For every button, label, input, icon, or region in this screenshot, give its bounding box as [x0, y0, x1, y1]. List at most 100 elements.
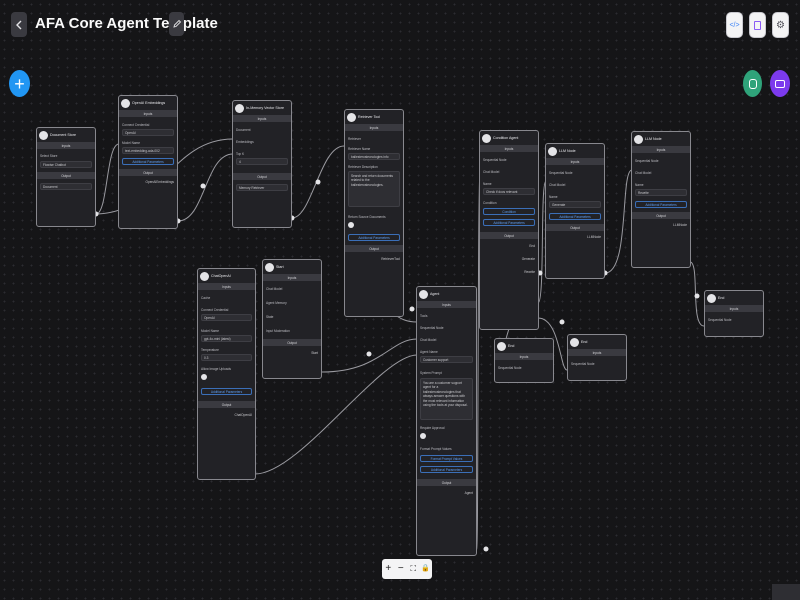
- node-openai-embeddings[interactable]: OpenAI Embeddings Inputs Connect Credent…: [118, 95, 178, 229]
- credential-dropdown[interactable]: OpenAI: [122, 129, 174, 136]
- settings-button[interactable]: ⚙: [772, 12, 789, 38]
- output-label: RetrieverTool: [381, 257, 400, 261]
- end-icon: [570, 337, 579, 347]
- node-end-3[interactable]: End Inputs Sequential Node: [704, 290, 764, 337]
- edit-title-button[interactable]: [169, 12, 184, 36]
- output-label: Start: [311, 351, 318, 355]
- node-title: Agent: [430, 292, 440, 296]
- node-title: In-Memory Vector Store: [246, 106, 284, 110]
- inputs-header: Inputs: [37, 142, 95, 149]
- node-condition-agent[interactable]: Condition Agent Inputs Sequential Node C…: [479, 130, 539, 330]
- inputs-header: Inputs: [632, 146, 690, 153]
- additional-parameters-button[interactable]: Additional Parameters: [483, 219, 535, 226]
- chat-model-label: Chat Model: [635, 171, 652, 175]
- additional-parameters-button[interactable]: Additional Parameters: [420, 466, 473, 473]
- tools-label: Tools: [420, 314, 428, 318]
- additional-parameters-button[interactable]: Additional Parameters: [122, 158, 174, 165]
- inputs-header: Inputs: [198, 283, 255, 290]
- sequential-node-label: Sequential Node: [708, 318, 732, 322]
- openai-icon: [200, 271, 209, 281]
- back-button[interactable]: [11, 12, 27, 37]
- return-source-documents-label: Return Source Documents: [348, 215, 386, 219]
- chat-icon: [775, 79, 785, 88]
- additional-parameters-button[interactable]: Additional Parameters: [348, 234, 400, 241]
- credential-label: Connect Credential: [122, 123, 150, 127]
- node-agent[interactable]: Agent Inputs Tools Sequential Node Chat …: [416, 286, 477, 556]
- lock-icon[interactable]: 🔒: [421, 565, 431, 572]
- openai-icon: [121, 98, 130, 108]
- add-node-button[interactable]: +: [9, 70, 30, 97]
- code-button[interactable]: </>: [726, 12, 743, 38]
- name-input[interactable]: Generate: [549, 201, 601, 208]
- output-header: Output: [345, 245, 403, 252]
- output-dropdown[interactable]: Memory Retriever: [236, 184, 288, 191]
- node-document-store[interactable]: Document Store Inputs Select Store Flowi…: [36, 127, 96, 227]
- additional-parameters-button[interactable]: Additional Parameters: [635, 201, 687, 208]
- settings-icon: ⚙: [776, 19, 785, 31]
- page-title: AFA Core Agent Template: [35, 15, 218, 32]
- retriever-description-input[interactable]: Search and return documents related to t…: [348, 171, 400, 207]
- name-input[interactable]: Check if docs relevant: [483, 188, 535, 195]
- node-in-memory-vector-store[interactable]: In-Memory Vector Store Inputs Document E…: [232, 100, 292, 228]
- inputs-header: Inputs: [705, 305, 763, 312]
- select-store-dropdown[interactable]: Flowise Chatbot: [40, 161, 92, 168]
- output-header: Output: [198, 401, 255, 408]
- save-button[interactable]: [749, 12, 766, 38]
- topk-input[interactable]: 4: [236, 158, 288, 165]
- agent-name-input[interactable]: Customer support: [420, 356, 473, 363]
- retriever-name-input[interactable]: ballesterostecnologies info: [348, 153, 400, 160]
- sequential-node-label: Sequential Node: [549, 171, 573, 175]
- sequential-node-label: Sequential Node: [420, 326, 444, 330]
- node-llm-rewrite[interactable]: LLM Node Inputs Sequential Node Chat Mod…: [631, 131, 691, 268]
- output-header: Output: [37, 172, 95, 179]
- document-label: Document: [236, 128, 251, 132]
- system-prompt-label: System Prompt: [420, 371, 442, 375]
- node-llm-generate[interactable]: LLM Node Inputs Sequential Node Chat Mod…: [545, 143, 605, 279]
- output-header: Output: [480, 232, 538, 239]
- additional-parameters-button[interactable]: Additional Parameters: [201, 388, 252, 395]
- model-dropdown[interactable]: text-embedding-ada-002: [122, 147, 174, 154]
- end-icon: [497, 341, 506, 351]
- chat-model-label: Chat Model: [420, 338, 437, 342]
- embeddings-label: Embeddings: [236, 140, 254, 144]
- name-label: Name: [549, 195, 558, 199]
- node-title: End: [718, 296, 725, 300]
- zoom-out-icon[interactable]: −: [397, 563, 404, 574]
- output-dropdown[interactable]: Document: [40, 183, 92, 190]
- inputs-header: Inputs: [233, 115, 291, 122]
- chat-button[interactable]: [770, 70, 790, 97]
- inputs-header: Inputs: [263, 274, 321, 281]
- system-prompt-input[interactable]: You are a customer support agent for a b…: [420, 378, 473, 420]
- format-prompt-values-button[interactable]: Format Prompt Values: [420, 455, 473, 462]
- temperature-input[interactable]: 0.3: [201, 354, 252, 361]
- node-title: End: [508, 344, 515, 348]
- retriever-name-label: Retriever Name: [348, 147, 371, 151]
- node-title: Retriever Tool: [358, 115, 381, 119]
- condition-button[interactable]: Condition: [483, 208, 535, 215]
- output-header: Output: [546, 224, 604, 231]
- model-dropdown[interactable]: gpt-4o-mini (latest): [201, 335, 252, 342]
- vector-upsert-button[interactable]: [743, 70, 762, 97]
- return-source-documents-toggle[interactable]: [348, 222, 354, 228]
- fit-view-icon[interactable]: ⛶: [410, 564, 417, 573]
- node-retriever-tool[interactable]: Retriever Tool Inputs Retriever Retrieve…: [344, 109, 404, 317]
- chevron-left-icon: [16, 20, 22, 29]
- require-approval-toggle[interactable]: [420, 433, 426, 439]
- inputs-header: Inputs: [417, 301, 476, 308]
- llm-node-icon: [634, 134, 643, 144]
- credential-dropdown[interactable]: OpenAI: [201, 314, 252, 321]
- allow-image-uploads-toggle[interactable]: [201, 374, 207, 380]
- state-input-label: State: [266, 315, 274, 319]
- name-input[interactable]: Rewrite: [635, 189, 687, 196]
- zoom-in-icon[interactable]: +: [385, 563, 392, 574]
- document-store-icon: [39, 130, 48, 140]
- code-icon: </>: [729, 21, 740, 29]
- node-start[interactable]: Start Inputs Chat Model Agent Memory Sta…: [262, 259, 322, 379]
- node-end-1[interactable]: End Inputs Sequential Node: [494, 338, 554, 383]
- additional-parameters-button[interactable]: Additional Parameters: [549, 213, 601, 220]
- node-end-2[interactable]: End Inputs Sequential Node: [567, 334, 627, 381]
- node-title: ChatOpenAI: [211, 274, 231, 278]
- node-chat-openai[interactable]: ChatOpenAI Inputs Cache Connect Credenti…: [197, 268, 256, 480]
- node-title: Condition Agent: [493, 136, 519, 140]
- zoom-controls: + − ⛶ 🔒: [382, 559, 432, 579]
